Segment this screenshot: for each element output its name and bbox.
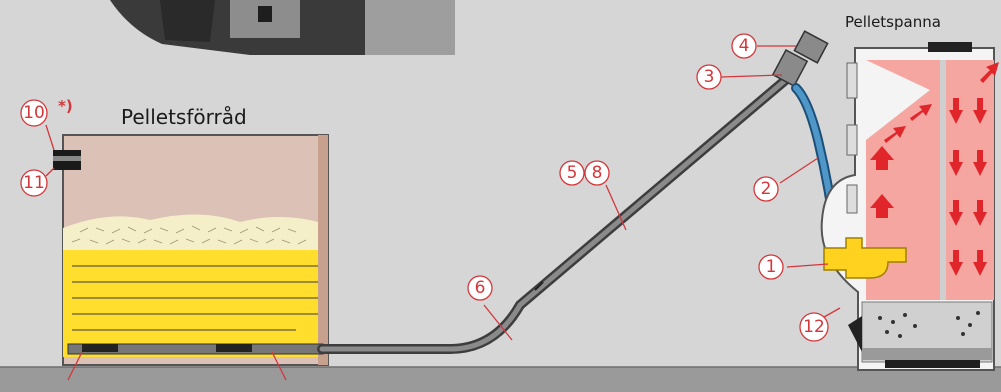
callout-3: 3 (704, 67, 715, 87)
storage-label: Pelletsförråd (121, 105, 247, 129)
boiler-label: Pelletspanna (845, 13, 941, 31)
suction-point-right (216, 344, 252, 352)
callout-2: 2 (761, 179, 772, 199)
callout-1: 1 (766, 257, 777, 277)
callout-8: 8 (592, 163, 603, 183)
callout-6: 6 (475, 278, 486, 298)
callout-5: 5 (567, 163, 578, 183)
callout-4: 4 (739, 36, 750, 56)
suction-point-left (82, 344, 118, 352)
floor (0, 367, 1001, 392)
callout-10: 10 (23, 103, 45, 123)
note-marker: *) (58, 97, 73, 115)
pellet-storage (63, 135, 328, 365)
callout-11: 11 (23, 173, 45, 193)
callout-12: 12 (803, 317, 825, 337)
